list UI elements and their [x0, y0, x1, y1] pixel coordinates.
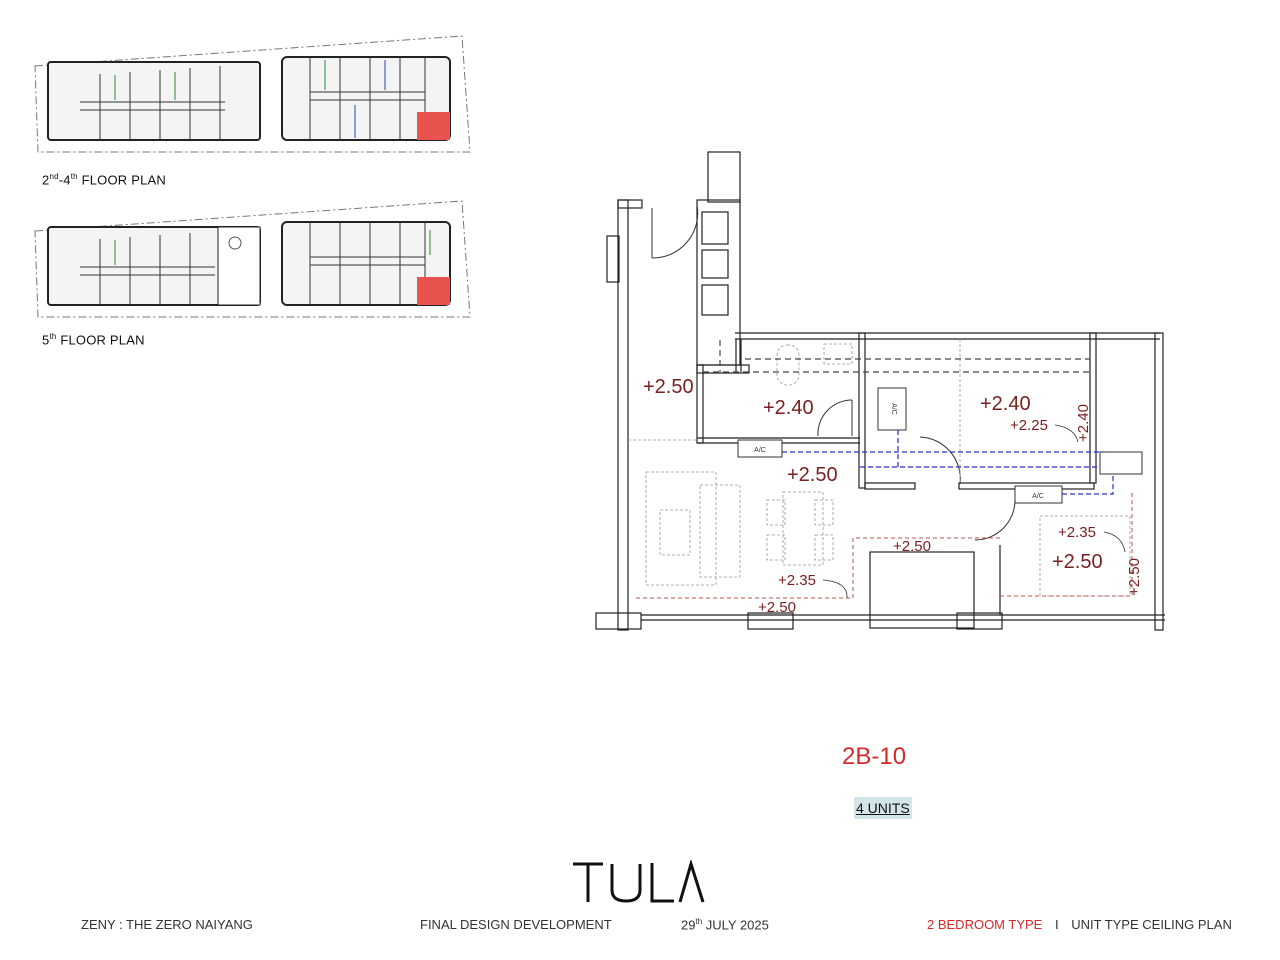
svg-text:A/C: A/C — [890, 403, 897, 415]
separator: I — [1054, 917, 1059, 932]
height-bathroom: +2.40 — [763, 397, 814, 419]
ac-duct — [782, 430, 1114, 495]
ceiling-drop-outlines — [636, 490, 1133, 599]
unit-highlight — [417, 277, 450, 305]
key-plan-2nd-4th — [34, 35, 471, 153]
ac-unit-bedroom1: A/C — [877, 387, 907, 431]
height-living-edge: +2.50 — [758, 599, 796, 616]
height-bedroom2-drop: +2.35 — [1058, 524, 1096, 541]
height-bedroom1-drop: +2.25 — [1010, 417, 1048, 434]
tula-logo — [573, 860, 705, 903]
height-living: +2.50 — [787, 464, 838, 486]
sheet-name: UNIT TYPE CEILING PLAN — [1071, 917, 1232, 932]
sheet-title: 2 BEDROOM TYPE I UNIT TYPE CEILING PLAN — [927, 917, 1232, 932]
unit-type-code: 2B-10 — [842, 743, 907, 770]
unit-type: 2 BEDROOM TYPE — [927, 917, 1043, 932]
svg-text:A/C: A/C — [754, 447, 766, 454]
design-stage: FINAL DESIGN DEVELOPMENT — [420, 917, 612, 932]
height-bedroom1: +2.40 — [980, 393, 1031, 415]
ceiling-dashed-lines — [703, 340, 1090, 373]
unit-highlight — [417, 112, 450, 140]
ac-unit-bedroom2: A/C — [1014, 485, 1063, 504]
key-plan-label-5th: 5th FLOOR PLAN — [42, 332, 145, 348]
unit-ceiling-plan: A/C A/C A/C +2.50 +2.40 +2.40 +2.50 +2.5… — [595, 151, 1165, 631]
height-bedroom2: +2.50 — [1052, 551, 1103, 573]
height-balcony: +2.50 — [893, 538, 931, 555]
height-living-entry: +2.50 — [643, 376, 694, 398]
key-plan-label-2nd-4th: 2nd-4th FLOOR PLAN — [42, 172, 166, 188]
svg-text:A/C: A/C — [1032, 493, 1044, 500]
height-bedroom1-side: +2.40 — [1075, 404, 1092, 442]
issue-date: 29th JULY 2025 — [681, 917, 769, 933]
walls — [595, 151, 1165, 631]
ac-unit-living: A/C — [737, 439, 783, 458]
unit-count-badge: 4 UNITS — [854, 797, 912, 819]
project-name: ZENY : THE ZERO NAIYANG — [81, 917, 253, 932]
height-living-drop: +2.35 — [778, 572, 816, 589]
key-plan-5th — [34, 200, 471, 318]
height-bedroom2-side: +2.50 — [1126, 558, 1143, 596]
